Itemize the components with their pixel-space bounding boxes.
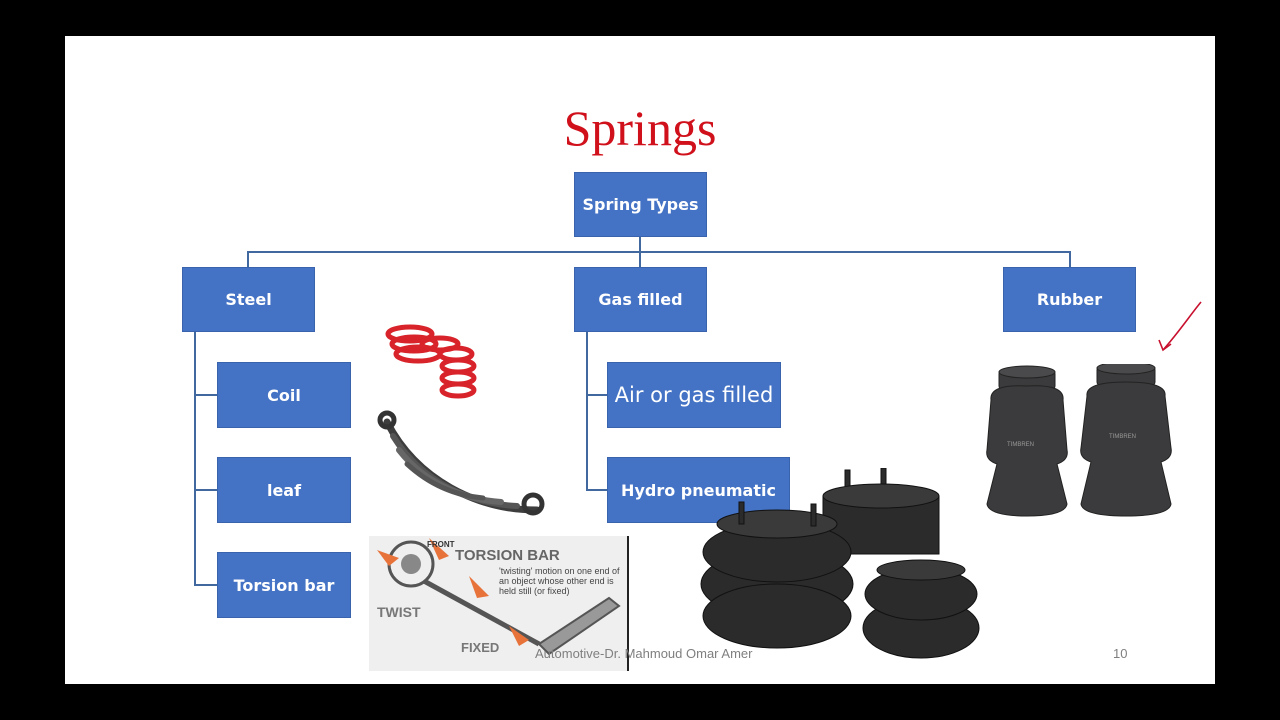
slide-footer: Automotive-Dr. Mahmoud Omar Amer	[535, 646, 753, 661]
steel-branch-coil	[194, 394, 217, 396]
torsion-bar-image: FRONT TORSION BAR 'twisting' motion on o…	[369, 536, 629, 671]
node-torsion-bar: Torsion bar	[217, 552, 351, 618]
rubber-springs-drawing	[986, 364, 1172, 517]
slide: Springs Spring Types Steel Gas filled Ru…	[65, 36, 1215, 684]
gas-branch-hydro	[586, 489, 607, 491]
node-coil: Coil	[217, 362, 351, 428]
gas-branch-air	[586, 394, 607, 396]
node-steel: Steel	[182, 267, 315, 332]
rubber-springs-image: TIMBREN TIMBREN	[985, 364, 1185, 524]
rubber-brand-label-right: TIMBREN	[1109, 434, 1136, 440]
torsion-label-fixed: FIXED	[461, 640, 500, 655]
leaf-spring-image	[377, 410, 545, 516]
steel-trunk	[194, 332, 196, 586]
connector-steel	[247, 251, 249, 267]
node-rubber: Rubber	[1003, 267, 1136, 332]
torsion-caption: 'twisting' motion on one end of an objec…	[499, 566, 620, 596]
steel-branch-leaf	[194, 489, 217, 491]
torsion-title: TORSION BAR	[455, 547, 560, 564]
air-springs-image	[700, 468, 980, 659]
node-hydro-pneumatic: Hydro pneumatic	[607, 457, 790, 523]
torsion-label-twist: TWIST	[377, 604, 421, 620]
connector-root-down	[639, 237, 641, 252]
node-spring-types: Spring Types	[574, 172, 707, 237]
torsion-label-front: FRONT	[427, 540, 455, 549]
red-check-annotation	[1158, 301, 1202, 352]
connector-horizontal	[247, 251, 1071, 253]
page-number: 10	[1113, 646, 1128, 661]
steel-branch-torsion	[194, 584, 217, 586]
node-air-or-gas-filled: Air or gas filled	[607, 362, 781, 428]
connector-gas	[639, 251, 641, 267]
torsion-bar-drawing	[377, 538, 621, 656]
connector-rubber	[1069, 251, 1071, 267]
gas-trunk	[586, 332, 588, 491]
slide-title: Springs	[563, 100, 717, 156]
node-leaf: leaf	[217, 457, 351, 523]
node-gas-filled: Gas filled	[574, 267, 707, 332]
coil-spring-image	[385, 324, 477, 399]
rubber-brand-label-left: TIMBREN	[1007, 442, 1034, 448]
